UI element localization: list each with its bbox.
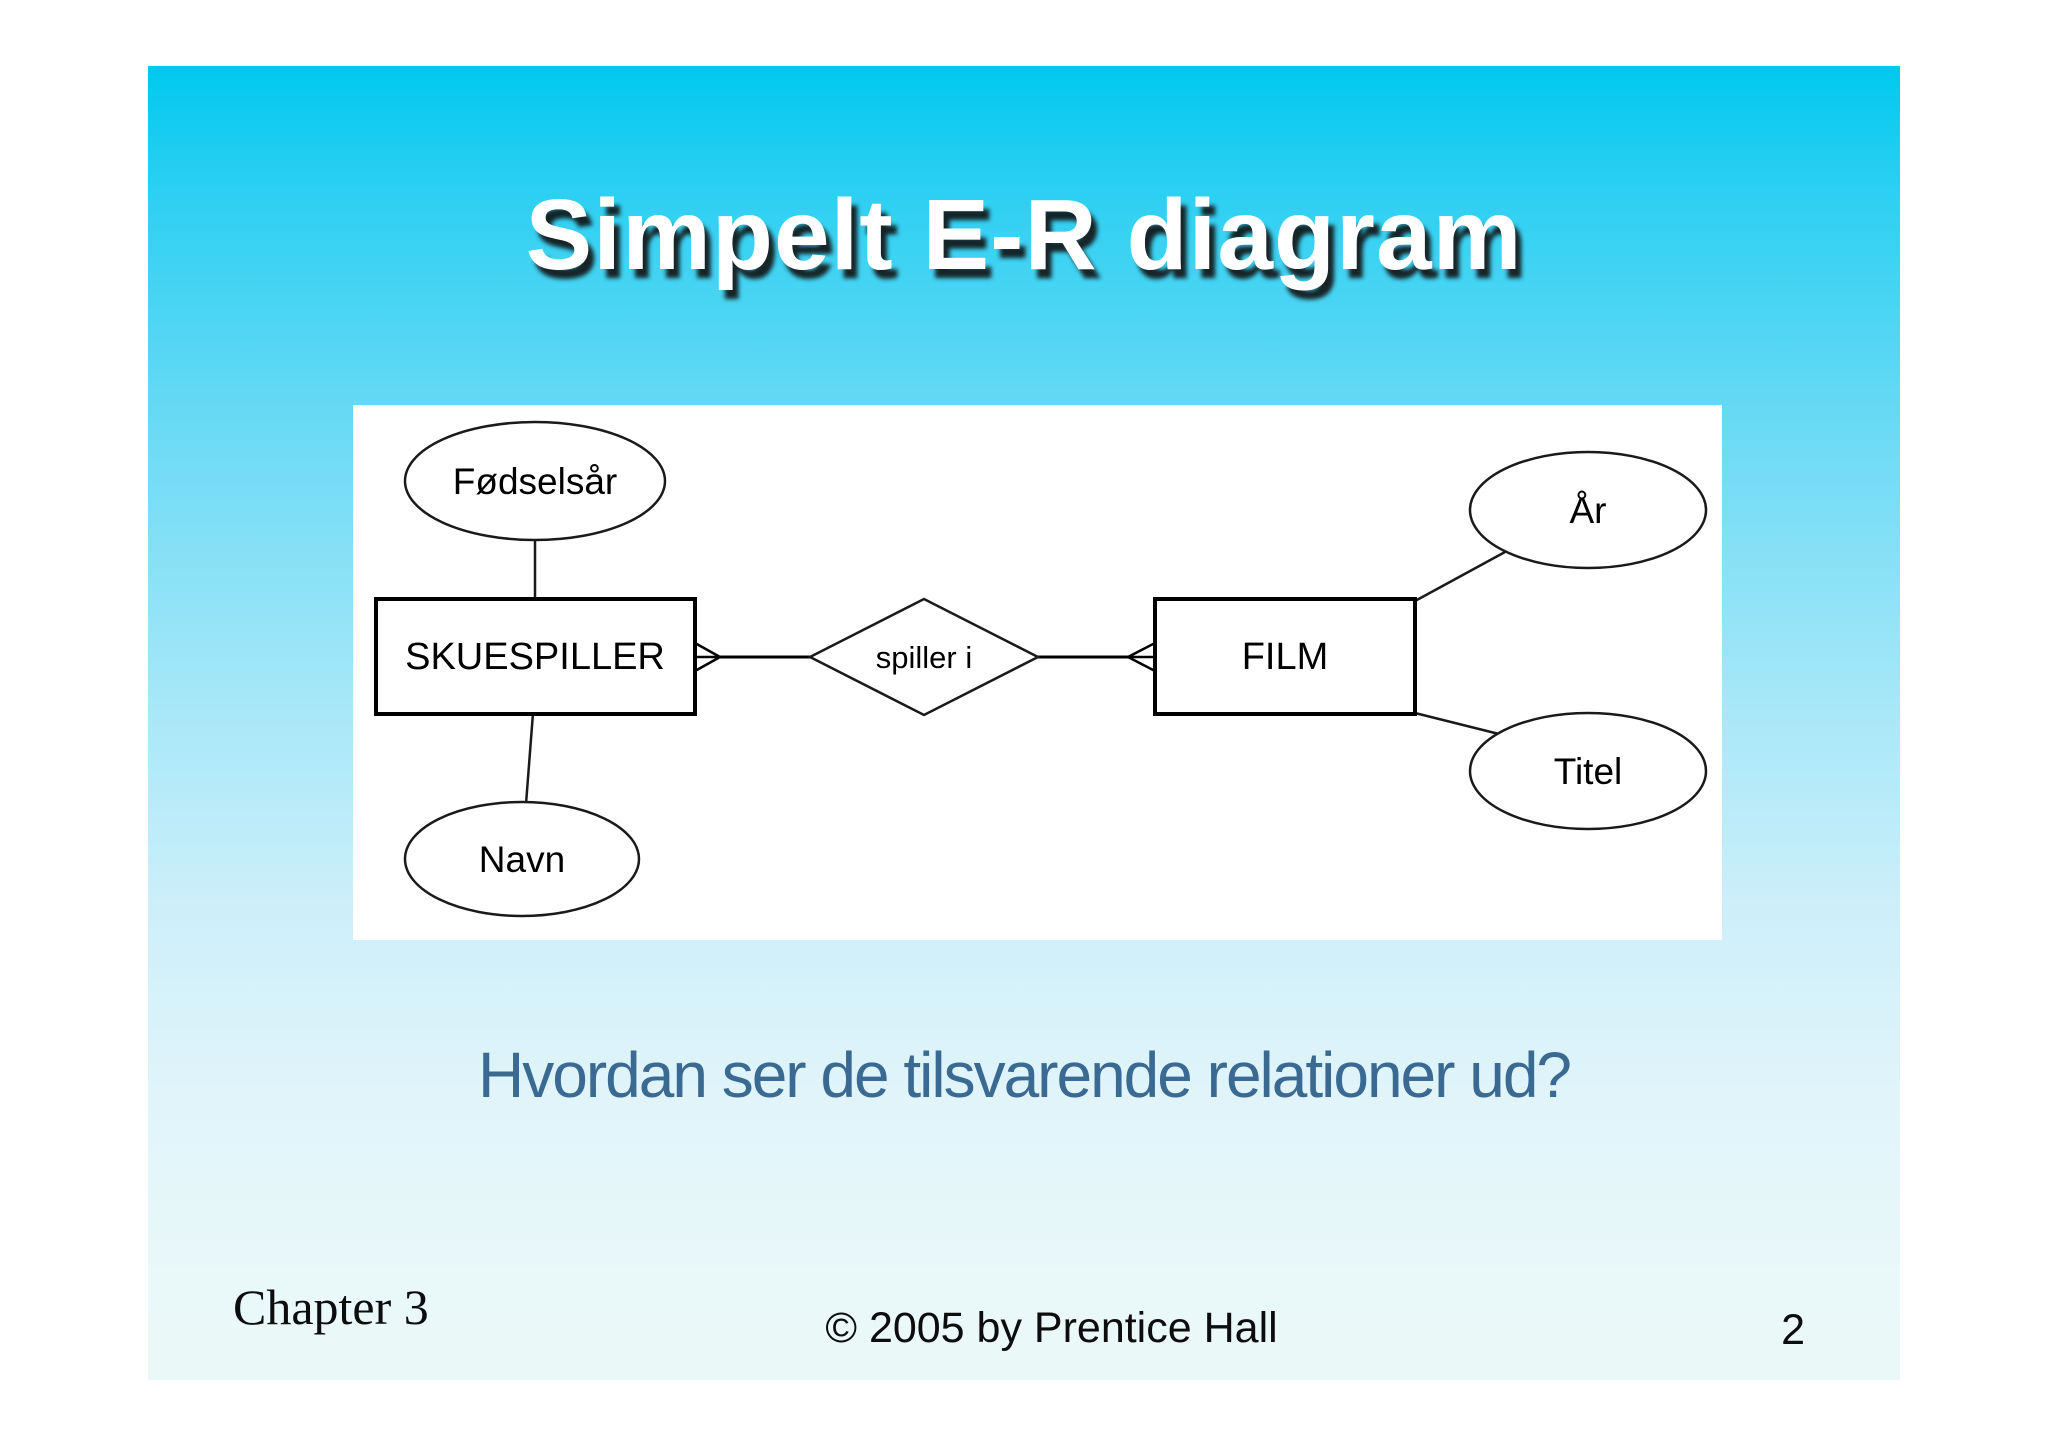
attribute-fodselsar-label: Fødselsår	[453, 461, 617, 502]
footer-page-number: 2	[1781, 1306, 1805, 1354]
entity-film-label: FILM	[1242, 636, 1329, 678]
question-text: Hvordan ser de tilsvarende relationer ud…	[478, 1039, 1572, 1111]
attribute-titel-ellipse	[1468, 711, 1708, 831]
footer-chapter: Chapter 3	[233, 1279, 429, 1335]
crows-foot-skuespiller	[694, 641, 721, 673]
slide-background: Simpelt E-R diagram	[148, 66, 1900, 1380]
relationship-spiller-i-label: spiller i	[876, 640, 972, 675]
attribute-ar-ellipse	[1468, 450, 1708, 570]
attribute-navn-label: Navn	[479, 839, 565, 880]
entity-film-box	[1153, 597, 1417, 716]
entity-skuespiller-box	[374, 597, 697, 716]
relationship-spiller-i-diamond	[807, 597, 1041, 717]
attribute-navn-ellipse	[403, 800, 641, 918]
er-diagram-canvas: Fødselsår SKUESPILLER spiller i FILM Nav…	[374, 420, 1708, 918]
er-diagram-panel: Fødselsår SKUESPILLER spiller i FILM Nav…	[353, 405, 1722, 940]
slide-title: Simpelt E-R diagram	[525, 179, 1523, 291]
crows-foot-film	[1127, 641, 1156, 673]
entity-skuespiller-label: SKUESPILLER	[405, 636, 665, 678]
connector-skuespiller-navn	[524, 712, 535, 805]
footer-copyright: © 2005 by Prentice Hall	[825, 1304, 1278, 1352]
attribute-fodselsar-ellipse	[403, 420, 667, 542]
attribute-ar-label: År	[1570, 490, 1607, 531]
attribute-titel-label: Titel	[1554, 751, 1623, 792]
connector-film-titel	[1414, 711, 1504, 737]
connector-film-ar	[1414, 550, 1506, 603]
